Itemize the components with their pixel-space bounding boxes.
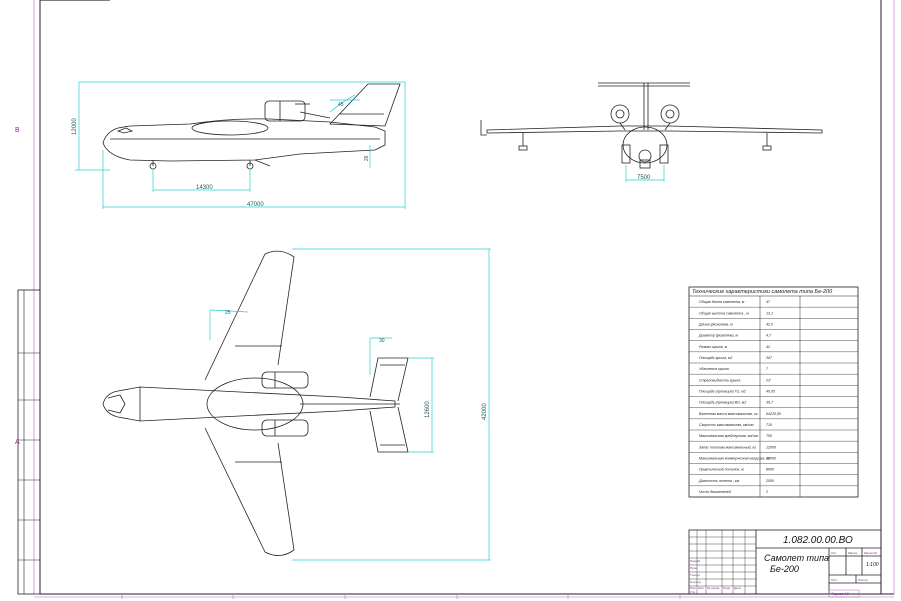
spec-row-value: 367 <box>766 356 773 360</box>
title-block-label-masshtab: Масштаб <box>864 551 877 555</box>
spec-row-name: Дальность полета , км <box>698 479 740 483</box>
title-block-label-tkontr: Т.контр. <box>690 573 701 577</box>
dim-top-sweep-wing: 25 <box>225 310 231 316</box>
dim-side-small: 26 <box>364 155 370 161</box>
spec-row-value: 36,7 <box>766 401 774 405</box>
spec-table-title: Технические характеристики самолета типа… <box>692 289 833 295</box>
front-view <box>480 82 823 169</box>
sheet-frame <box>17 0 895 599</box>
drawing-number: 1.082.00.00.ВО <box>783 535 853 546</box>
title-block-label-nkontr: Н.контр. <box>690 580 702 584</box>
spec-row-name: Практический потолок, м <box>699 468 744 472</box>
dim-side-angle: 45 <box>338 102 344 108</box>
spec-row-name: Максимальная коммерческая нагрузка, кг <box>699 456 770 460</box>
spec-row-name: Диаметр фюзеляжа, м <box>698 334 739 338</box>
dim-side-gear-base: 14300 <box>196 185 213 191</box>
title-block-label-sheet: Лист <box>831 578 838 582</box>
spec-row-name: Взлетная масса максимальная, кг <box>699 412 758 416</box>
side-view-dimensions <box>75 81 406 209</box>
top-view <box>102 250 409 556</box>
dim-side-length: 47000 <box>247 202 264 208</box>
spec-row-name: Скорость максимальная, км/час <box>699 423 754 427</box>
spec-row-value: 12000 <box>766 445 776 449</box>
title-block-label-prov: Пров. <box>690 566 698 570</box>
dim-side-height: 12000 <box>72 118 78 135</box>
spec-row-value: 64220,50 <box>766 412 781 416</box>
spec-row-value: 42 <box>766 345 770 349</box>
spec-row-name: Площадь (проекция) ГО, м2 <box>699 389 746 393</box>
title-block-label-utv: Утв. <box>690 590 696 594</box>
spec-row-value: 42,0 <box>766 322 773 326</box>
dim-top-span: 42000 <box>482 403 488 420</box>
drawing-scale: 1:100 <box>866 562 879 568</box>
spec-row-value: 2500 <box>765 479 774 483</box>
side-view <box>102 83 401 170</box>
spec-row-value: 47 <box>766 300 771 304</box>
spec-row-value: 13,1 <box>766 311 773 315</box>
spec-row-value: 710 <box>766 423 772 427</box>
title-block-label-sign: Подп. <box>723 586 731 590</box>
sheet-format-marker: Формат А3 <box>831 592 849 596</box>
top-view-dimensions <box>209 248 491 561</box>
zone-letter-a: А <box>15 439 20 446</box>
spec-row-name: Площадь крыла, м2 <box>699 356 732 360</box>
title-block-label-massa: Масса <box>848 551 857 555</box>
title-block <box>688 529 882 598</box>
spec-row-name: Стреловидность крыла <box>699 378 740 382</box>
spec-row-name: Площадь (проекция) ВО, м2 <box>699 401 746 405</box>
front-view-dimensions <box>625 165 665 182</box>
spec-row-name: Удлинение крыла <box>699 367 729 371</box>
title-block-label-izm: Изм. <box>690 586 697 590</box>
spec-row-value: 7 <box>766 367 769 371</box>
spec-row-value: 700 <box>766 434 772 438</box>
title-block-label-doc: № докум. <box>707 586 720 590</box>
spec-row-value: 4,7 <box>766 334 772 338</box>
spec-row-value: 23° <box>765 378 772 382</box>
title-block-label-date: Дата <box>734 586 741 590</box>
spec-table: Технические характеристики самолета типа… <box>688 286 859 498</box>
spec-row-name: Запас топлива максимальный, кг <box>699 445 756 449</box>
spec-row-value: 30000 <box>766 456 776 460</box>
dim-front-gear-track: 7500 <box>637 175 651 181</box>
dim-top-stab-span: 12600 <box>425 401 431 418</box>
drawing-title-line1: Самолет типа <box>764 553 829 563</box>
spec-row-value: 40,05 <box>766 389 775 393</box>
title-block-label-list: Лист <box>698 586 705 590</box>
title-block-label-sheets: Листов <box>858 578 868 582</box>
dim-top-sweep-tail: 30 <box>379 338 385 344</box>
spec-row-name: Максимальная крейсерская, км/час <box>699 434 759 438</box>
title-block-label-razrab: Разраб. <box>690 559 701 563</box>
drawing-title-line2: Бе-200 <box>770 564 799 574</box>
spec-row-name: Общая длина самолета, м <box>699 300 745 304</box>
spec-row-value: 8000 <box>766 468 774 472</box>
spec-row-name: Общая высота самолета , м <box>699 311 749 315</box>
title-block-label-lit: Лит. <box>831 551 837 555</box>
zone-letter-b: В <box>15 127 20 134</box>
spec-row-name: Размах крыла, м <box>699 345 728 349</box>
spec-row-value: 2 <box>765 490 768 494</box>
spec-row-name: Длина фюзеляжа, м <box>698 322 733 326</box>
spec-row-name: Число двигателей <box>699 490 731 494</box>
